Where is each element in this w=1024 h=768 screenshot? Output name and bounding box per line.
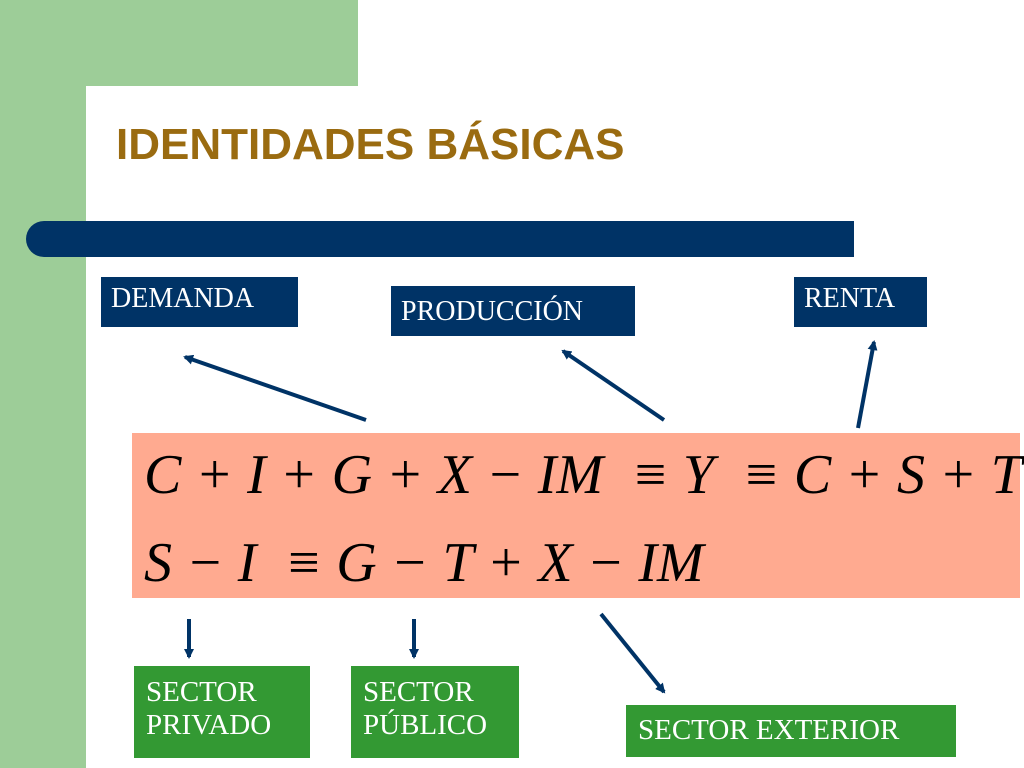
- sector-exterior-label: SECTOR EXTERIOR: [638, 714, 900, 746]
- equation-line-1: C + I + G + X − IM ≡ Y ≡ C + S + T: [144, 444, 1022, 506]
- content-panel: [86, 86, 1024, 768]
- sector-privado-box: SECTOR PRIVADO: [134, 666, 310, 758]
- sector-publico-line-1: SECTOR: [363, 676, 474, 708]
- sector-publico-line-2: PÚBLICO: [363, 709, 488, 742]
- equation-line-2: S − I ≡ G − T + X − IM: [144, 532, 704, 594]
- slide-title: IDENTIDADES BÁSICAS: [116, 120, 625, 169]
- label-produccion: PRODUCCIÓN: [391, 286, 635, 336]
- arrow-to-demanda: [183, 354, 367, 422]
- title-underline-bar: [26, 221, 854, 257]
- label-demanda: DEMANDA: [101, 277, 298, 327]
- top-green-block: [0, 0, 358, 86]
- label-renta: RENTA: [794, 277, 927, 327]
- arrow-to-sector-exterior: [599, 612, 666, 694]
- sector-privado-line-1: SECTOR: [146, 676, 257, 708]
- left-green-strip: [0, 0, 86, 768]
- equation-box: C + I + G + X − IM ≡ Y ≡ C + S + T S − I…: [132, 433, 1022, 598]
- arrow-to-produccion: [561, 349, 666, 422]
- sector-privado-line-2: PRIVADO: [146, 709, 272, 742]
- sector-exterior-box: SECTOR EXTERIOR: [626, 705, 956, 757]
- arrow-to-renta: [856, 340, 878, 429]
- sector-publico-box: SECTOR PÚBLICO: [351, 666, 519, 758]
